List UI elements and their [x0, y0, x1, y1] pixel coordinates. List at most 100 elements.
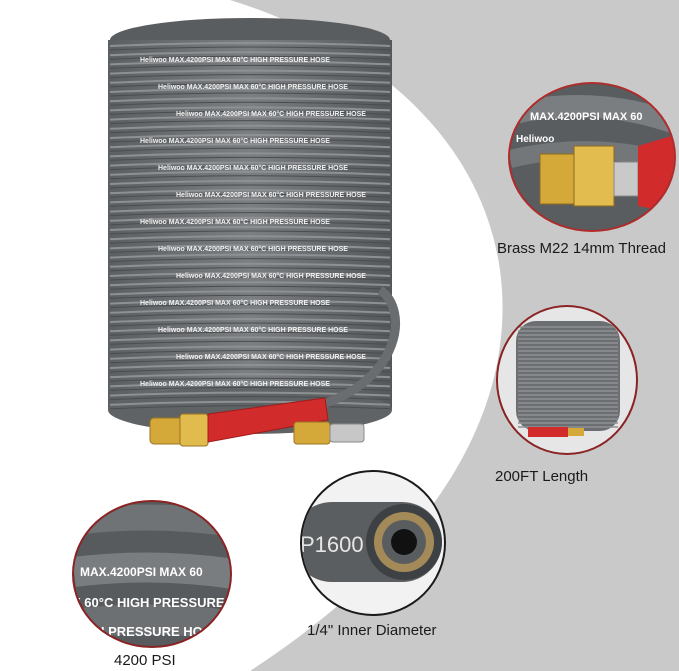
coil-winding-shadow	[109, 184, 391, 189]
coil-winding	[109, 345, 391, 351]
callout-pressure-circle: MAX.4200PSI MAX 60 X 60°C HIGH PRESSURE …	[72, 500, 232, 648]
coil-winding-shadow	[109, 92, 391, 97]
coil-winding-shadow	[109, 377, 391, 382]
thread-print-text: MAX.4200PSI MAX 60	[530, 111, 643, 123]
coil-winding-shadow	[109, 331, 391, 336]
hose-print: Heliwoo MAX.4200PSI MAX 60°C HIGH PRESSU…	[140, 218, 330, 226]
thread-print-brand: Heliwoo	[516, 134, 554, 145]
hose-print: Heliwoo MAX.4200PSI MAX 60°C HIGH PRESSU…	[140, 137, 330, 145]
hose-print: Heliwoo MAX.4200PSI MAX 60°C HIGH PRESSU…	[176, 191, 366, 199]
coil-winding-shadow	[109, 322, 391, 327]
diameter-print-text: P1600	[302, 532, 364, 557]
coil-winding-shadow	[109, 258, 391, 263]
coil-winding-shadow	[109, 101, 391, 106]
callout-length-caption: 200FT Length	[495, 468, 589, 485]
coil-winding	[109, 262, 391, 268]
coil-winding	[109, 336, 391, 342]
coil-winding-shadow	[109, 350, 391, 355]
coil-winding	[109, 189, 391, 195]
hose-print: Heliwoo MAX.4200PSI MAX 60°C HIGH PRESSU…	[158, 326, 348, 334]
coil-winding	[109, 400, 391, 406]
coil-winding	[109, 299, 391, 305]
coil-winding-shadow	[109, 212, 391, 217]
hose-coil-image: Heliwoo MAX.4200PSI MAX 60°C HIGH PRESSU…	[108, 18, 400, 447]
coil-winding	[109, 134, 391, 139]
pressure-line-1: MAX.4200PSI MAX 60	[80, 565, 203, 579]
coil-winding-shadow	[109, 138, 391, 143]
coil-winding-shadow	[109, 340, 391, 345]
callout-thread-caption: Brass M22 14mm Thread	[497, 240, 666, 257]
coil-winding-shadow	[109, 359, 391, 364]
coil-winding	[109, 373, 391, 379]
coil-winding-shadow	[109, 313, 391, 318]
coil-winding	[109, 152, 391, 158]
coil-winding	[109, 272, 391, 277]
coil-winding	[109, 51, 391, 57]
hose-print: Heliwoo MAX.4200PSI MAX 60°C HIGH PRESSU…	[158, 83, 348, 91]
coil-winding-shadow	[109, 120, 391, 125]
hose-print: Heliwoo MAX.4200PSI MAX 60°C HIGH PRESSU…	[140, 299, 330, 307]
coil-winding	[109, 253, 391, 259]
callout-thread-circle: MAX.4200PSI MAX 60 Heliwoo	[508, 82, 676, 232]
coil-winding	[109, 42, 391, 47]
coil-winding	[109, 216, 391, 222]
coil-winding	[109, 143, 391, 149]
coil-winding	[109, 88, 391, 93]
hose-print: Heliwoo MAX.4200PSI MAX 60°C HIGH PRESSU…	[176, 110, 366, 118]
hose-print: Heliwoo MAX.4200PSI MAX 60°C HIGH PRESSU…	[140, 380, 330, 388]
coil-winding-shadow	[109, 230, 391, 235]
coil-winding	[109, 124, 391, 130]
coil-winding	[109, 308, 391, 314]
coil-winding-shadow	[109, 304, 391, 309]
coil-winding-shadow	[109, 285, 391, 290]
callout-pressure-caption: 4200 PSI	[114, 652, 176, 669]
callout-diameter-caption: 1/4" Inner Diameter	[307, 622, 437, 639]
coil-winding-shadow	[109, 202, 391, 207]
coil-winding-shadow	[109, 239, 391, 244]
hose-print: Heliwoo MAX.4200PSI MAX 60°C HIGH PRESSU…	[176, 272, 366, 280]
coil-winding	[109, 170, 391, 176]
coil-winding-shadow	[109, 193, 391, 198]
pressure-line-2: X 60°C HIGH PRESSURE	[74, 595, 225, 610]
coil-winding	[109, 97, 391, 103]
coil-winding	[109, 78, 391, 84]
coil-winding-shadow	[109, 64, 391, 69]
hose-print: Heliwoo MAX.4200PSI MAX 60°C HIGH PRESSU…	[176, 353, 366, 361]
coil-winding	[109, 318, 391, 323]
coil-winding-shadow	[109, 46, 391, 51]
coil-winding-shadow	[109, 110, 391, 115]
coil-winding-shadow	[109, 74, 391, 79]
coil-winding	[109, 207, 391, 213]
hose-print: Heliwoo MAX.4200PSI MAX 60°C HIGH PRESSU…	[158, 164, 348, 172]
coil-winding	[109, 290, 391, 296]
coil-winding-shadow	[109, 405, 391, 410]
coil-winding	[109, 354, 391, 360]
pressure-line-3: HIGH PRESSURE HOSE	[74, 624, 220, 639]
coil-winding-shadow	[109, 129, 391, 134]
coil-winding	[109, 235, 391, 241]
coil-winding-shadow	[109, 175, 391, 180]
coil-winding	[109, 60, 391, 66]
coil-winding-shadow	[109, 147, 391, 152]
coil-winding	[109, 198, 391, 204]
coil-winding-shadow	[109, 294, 391, 299]
coil-winding-shadow	[109, 156, 391, 161]
coil-winding-shadow	[109, 276, 391, 281]
coil-winding-shadow	[109, 396, 391, 401]
coil-winding	[109, 115, 391, 121]
coil-winding	[109, 226, 391, 231]
coil-winding	[109, 281, 391, 287]
coil-winding	[109, 327, 391, 333]
coil-winding-shadow	[109, 267, 391, 272]
coil-winding	[109, 244, 391, 250]
coil-winding	[109, 106, 391, 112]
callout-length-circle	[496, 305, 638, 455]
hose-print: Heliwoo MAX.4200PSI MAX 60°C HIGH PRESSU…	[158, 245, 348, 253]
coil-winding-shadow	[109, 248, 391, 253]
coil-winding-shadow	[109, 221, 391, 226]
coil-winding	[109, 161, 391, 167]
coil-winding	[109, 364, 391, 369]
coil-winding-shadow	[109, 166, 391, 171]
coil-winding-shadow	[109, 83, 391, 88]
hose-print: Heliwoo MAX.4200PSI MAX 60°C HIGH PRESSU…	[140, 56, 330, 64]
